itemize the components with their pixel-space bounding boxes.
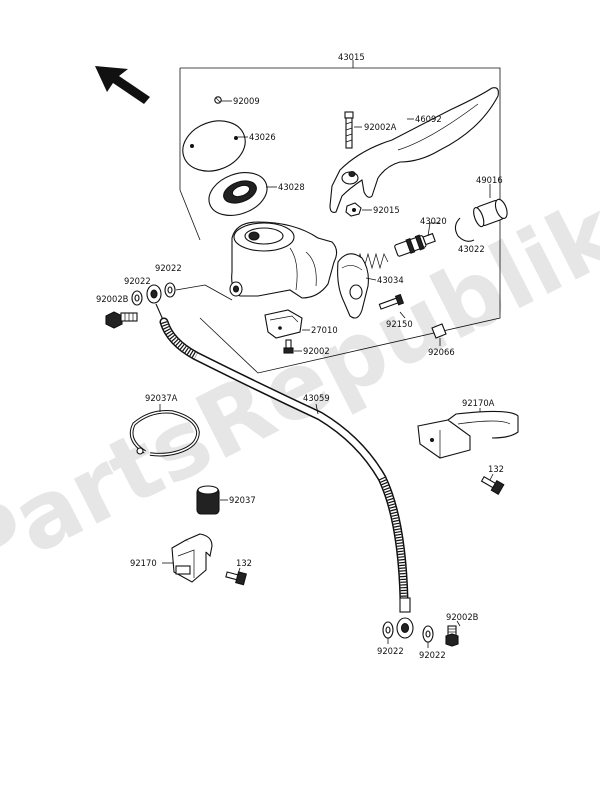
screw-92002 <box>283 339 302 354</box>
label-92022-lower-right: 92022 <box>419 650 446 660</box>
clamp-92170A <box>417 408 519 459</box>
label-49016: 49016 <box>476 175 503 185</box>
brake-hose-43059 <box>146 284 414 639</box>
screw-92150 <box>378 293 406 319</box>
label-43020: 43020 <box>420 216 447 226</box>
label-92170: 92170 <box>130 558 157 568</box>
cap-92066 <box>431 323 447 346</box>
gasket-92022-lower-right <box>422 625 434 648</box>
label-92066: 92066 <box>428 347 455 357</box>
label-92022-upper-left: 92022 <box>124 276 151 286</box>
hose-clamp-92037A <box>129 404 200 457</box>
cap-screw-92009 <box>214 96 232 104</box>
circlip-43022 <box>454 217 475 242</box>
brake-switch-27010 <box>264 309 310 339</box>
nut-92015 <box>345 202 372 217</box>
assembly-outline <box>179 60 501 374</box>
label-27010: 27010 <box>311 325 338 335</box>
label-43059: 43059 <box>303 393 330 403</box>
gasket-92022-lower-left <box>382 621 394 644</box>
clamp-92170 <box>162 533 213 583</box>
banjo-bolt-92002B-upper <box>105 311 138 329</box>
label-46092: 46092 <box>415 114 442 124</box>
label-92022-upper-right: 92022 <box>155 263 182 273</box>
label-43022: 43022 <box>458 244 485 254</box>
master-cylinder-body <box>229 221 338 299</box>
label-43015: 43015 <box>338 52 365 62</box>
label-43028: 43028 <box>278 182 305 192</box>
label-92002B-lower: 92002B <box>446 612 479 622</box>
direction-arrow-icon <box>95 66 150 104</box>
bolt-132-lower <box>225 567 247 586</box>
label-92002: 92002 <box>303 346 330 356</box>
diaphragm-43028 <box>208 172 277 216</box>
label-132-lower: 132 <box>236 558 252 568</box>
label-43034: 43034 <box>377 275 404 285</box>
banjo-bolt-92002B-lower <box>445 620 461 647</box>
gasket-92022-right <box>164 282 206 298</box>
brake-lever-46092 <box>329 87 499 213</box>
label-92009: 92009 <box>233 96 260 106</box>
label-92037A: 92037A <box>145 393 178 403</box>
label-43026: 43026 <box>249 132 276 142</box>
reservoir-cap-43026 <box>182 120 248 172</box>
label-92022-lower-left: 92022 <box>377 646 404 656</box>
lever-holder-43034 <box>337 253 377 319</box>
label-92150: 92150 <box>386 319 413 329</box>
label-92002B-upper: 92002B <box>96 294 129 304</box>
label-92170A: 92170A <box>462 398 495 408</box>
gasket-92022-left <box>131 290 143 306</box>
bolt-132-upper <box>480 473 505 495</box>
piston-kit-43020 <box>347 222 440 270</box>
boot-49016 <box>473 184 508 228</box>
label-92015: 92015 <box>373 205 400 215</box>
label-132-upper: 132 <box>488 464 504 474</box>
grommet-92037 <box>196 485 228 515</box>
pivot-bolt-92002A <box>344 111 362 149</box>
label-92002A: 92002A <box>364 122 397 132</box>
label-92037: 92037 <box>229 495 256 505</box>
